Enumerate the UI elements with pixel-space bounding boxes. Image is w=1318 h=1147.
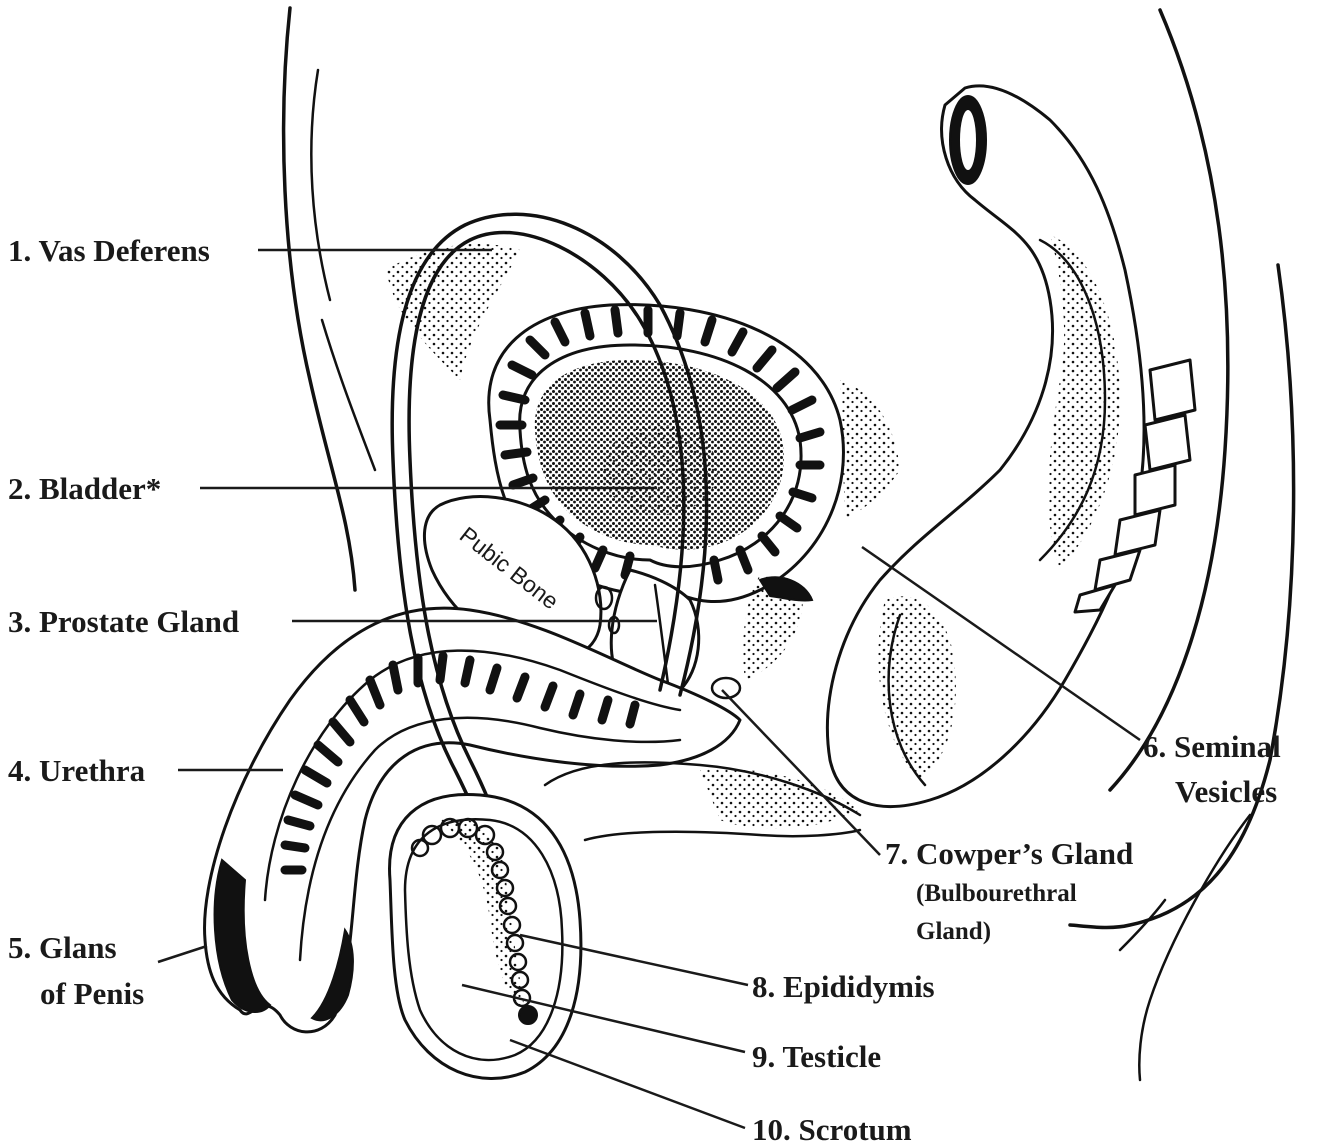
label-seminal-vesicles: 6. Seminal <box>1143 729 1281 764</box>
label-cowpers-gland-sub2: Gland) <box>916 918 991 945</box>
label-glans-of-penis: 5. Glans <box>8 930 117 965</box>
label-testicle: 9. Testicle <box>752 1039 881 1074</box>
label-prostate-gland: 3. Prostate Gland <box>8 604 239 639</box>
label-cowpers-gland-sub1: (Bulbourethral <box>916 880 1077 907</box>
label-seminal-vesicles-line2: Vesicles <box>1175 774 1277 809</box>
label-epididymis: 8. Epididymis <box>752 969 935 1004</box>
label-scrotum: 10. Scrotum <box>752 1112 912 1147</box>
leader-scrotum <box>510 1040 745 1128</box>
anatomy-drawing: Pubic Bone <box>205 8 1294 1080</box>
label-cowpers-gland: 7. Cowper’s Gland <box>885 836 1133 871</box>
leader-glans-of-penis <box>158 946 207 962</box>
label-urethra: 4. Urethra <box>8 753 146 788</box>
label-bladder: 2. Bladder* <box>8 471 161 506</box>
scrotum-drawing <box>390 794 581 1078</box>
abdomen-front-outline <box>284 8 355 590</box>
label-vas-deferens: 1. Vas Deferens <box>8 233 210 268</box>
label-glans-of-penis-line2: of Penis <box>40 976 144 1011</box>
